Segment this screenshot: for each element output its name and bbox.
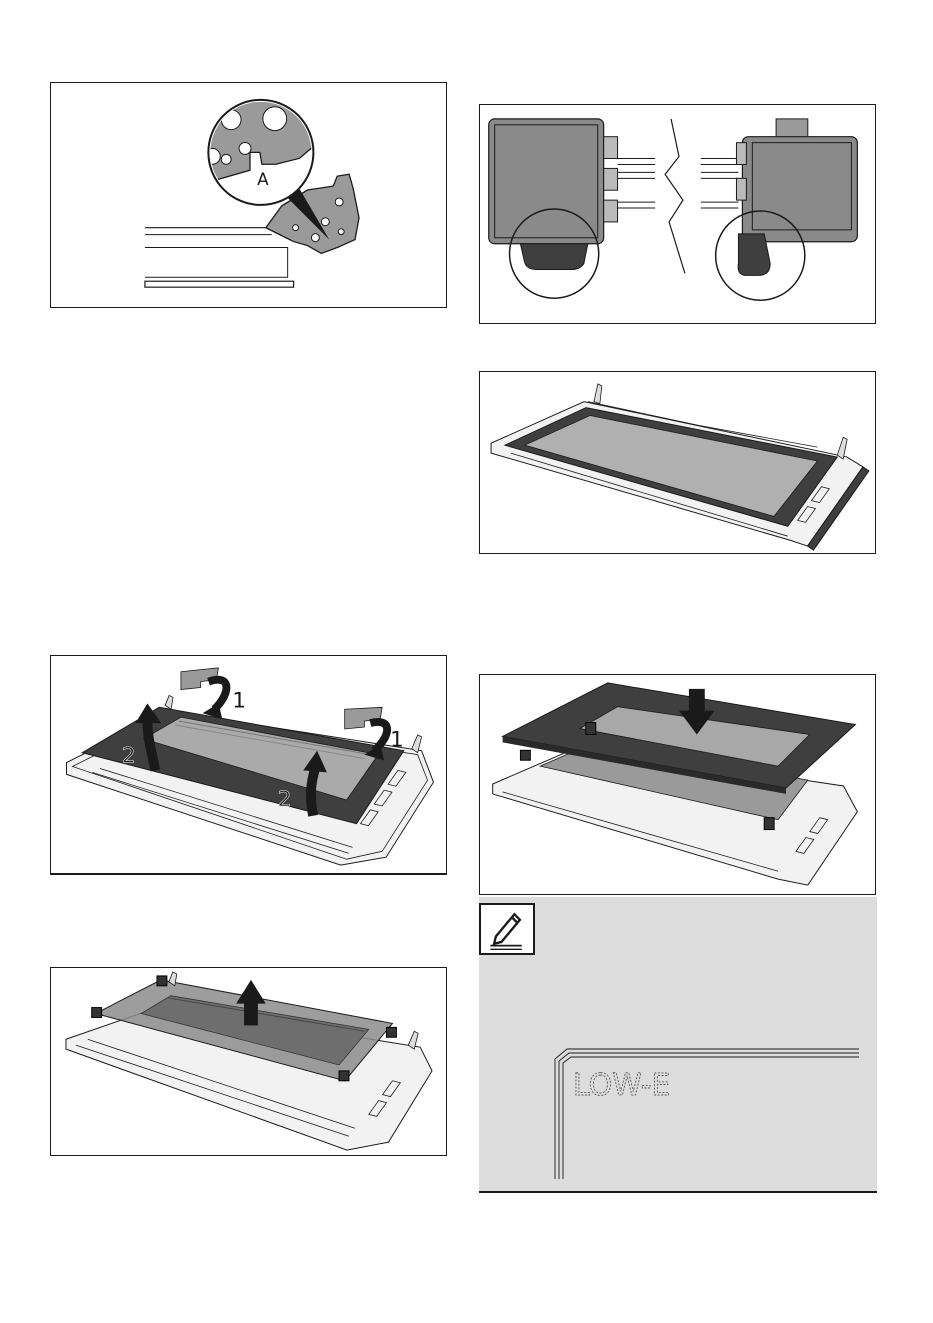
pencil-note-icon <box>479 903 535 955</box>
step-2-label-right: 2 <box>278 787 292 812</box>
spacer-orientation-illustration <box>480 105 875 323</box>
low-e-glass-illustration: LOW-E <box>549 1047 869 1182</box>
callout-label-a: A <box>257 169 269 189</box>
spacer-orientation-figure <box>479 104 876 324</box>
lift-inner-pane-illustration: 1 1 2 2 <box>51 656 446 873</box>
step-1-label-right: 1 <box>390 728 404 753</box>
hinge-detail-figure: A <box>50 82 447 308</box>
insert-outer-pane-illustration <box>480 675 875 894</box>
note-box: LOW-E <box>479 897 877 1193</box>
step-2-label-left: 2 <box>122 744 136 769</box>
lift-middle-pane-illustration <box>51 968 446 1155</box>
hinge-detail-illustration: A <box>51 83 446 307</box>
lift-inner-pane-figure: 1 1 2 2 <box>50 655 447 875</box>
door-frame-figure <box>479 371 876 554</box>
step-1-label-left: 1 <box>232 688 246 713</box>
insert-outer-pane-figure <box>479 674 876 895</box>
lift-middle-pane-figure <box>50 967 447 1156</box>
low-e-marking: LOW-E <box>573 1068 671 1103</box>
door-frame-illustration <box>480 372 875 553</box>
